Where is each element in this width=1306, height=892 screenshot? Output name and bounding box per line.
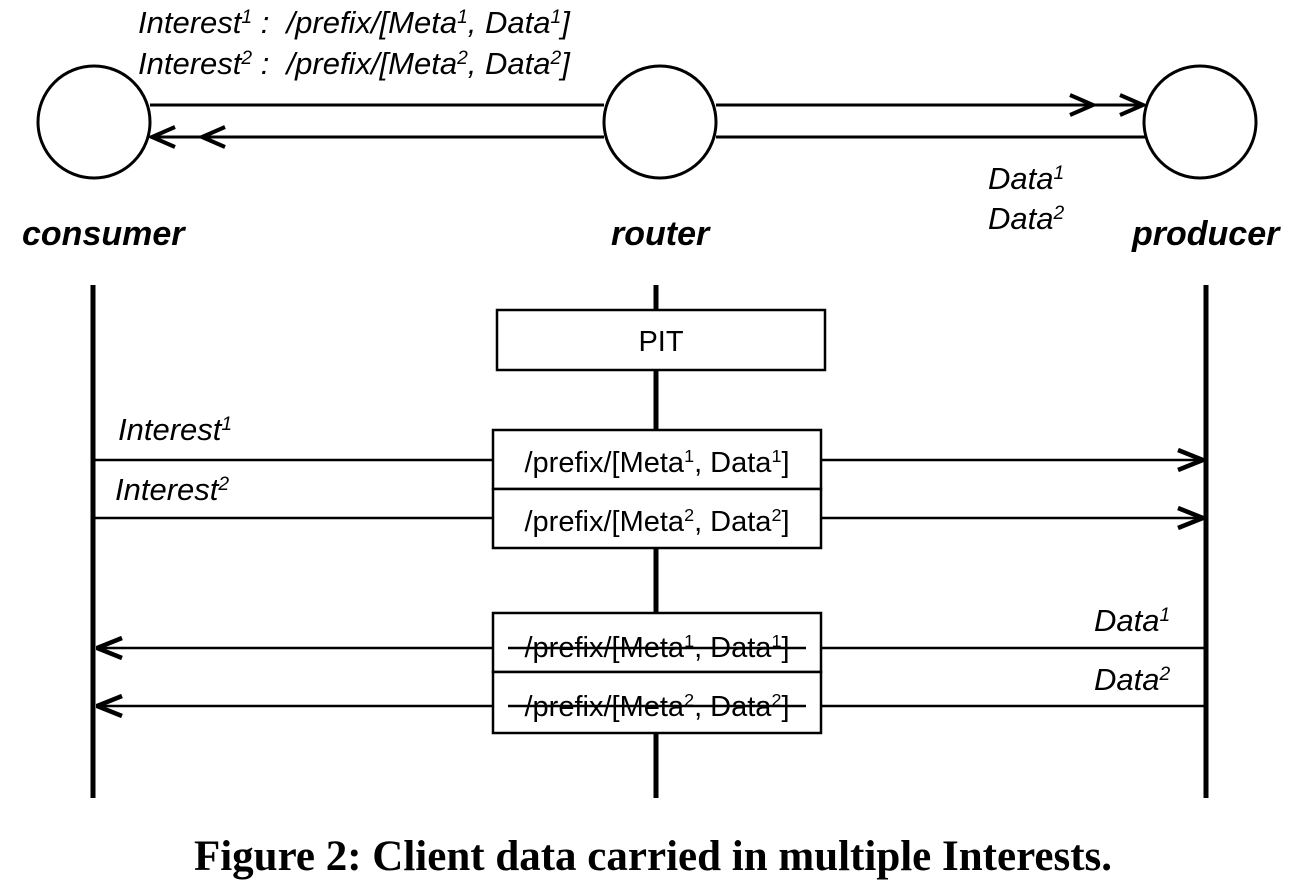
top-data1-label: Data1 <box>988 161 1064 196</box>
data2-label: Data2 <box>1094 662 1170 697</box>
router-label: router <box>611 215 711 253</box>
pit-entry-2 <box>491 487 823 550</box>
producer-label: producer <box>1131 215 1281 253</box>
figure-caption: Figure 2: Client data carried in multipl… <box>193 833 1113 880</box>
interest1-label: Interest1 <box>118 412 232 447</box>
sequence-diagram: PIT Interest1 Interest2 /prefix/[Meta1, … <box>90 285 1209 798</box>
router-node <box>602 64 718 180</box>
producer-node <box>1142 64 1258 180</box>
top-data2-label: Data2 <box>988 201 1064 236</box>
top-interest1-label: Interest1 : /prefix/[Meta1, Data1] <box>138 5 571 40</box>
pit-entry-2-text: /prefix/[Meta2, Data2] <box>525 505 790 538</box>
arrowhead-to-producer-1 <box>1069 93 1099 117</box>
consumer-label: consumer <box>22 215 186 253</box>
topology: Interest1 : /prefix/[Meta1, Data1] Inter… <box>22 5 1281 253</box>
top-interest2-label: Interest2 : /prefix/[Meta2, Data2] <box>138 46 571 81</box>
pit-label: PIT <box>638 326 683 358</box>
arrowhead-to-producer-2 <box>1119 93 1149 117</box>
consumer-node <box>36 64 152 180</box>
data1-label: Data1 <box>1094 603 1170 638</box>
consumed-entry-2 <box>491 670 823 735</box>
pit-box <box>495 308 827 372</box>
consumed-entry-1 <box>491 611 823 674</box>
arrowhead-to-consumer-1 <box>146 125 176 149</box>
pit-entry-1-text: /prefix/[Meta1, Data1] <box>525 446 790 479</box>
arrowhead-to-consumer-2 <box>196 125 226 149</box>
interest2-label: Interest2 <box>115 472 229 507</box>
